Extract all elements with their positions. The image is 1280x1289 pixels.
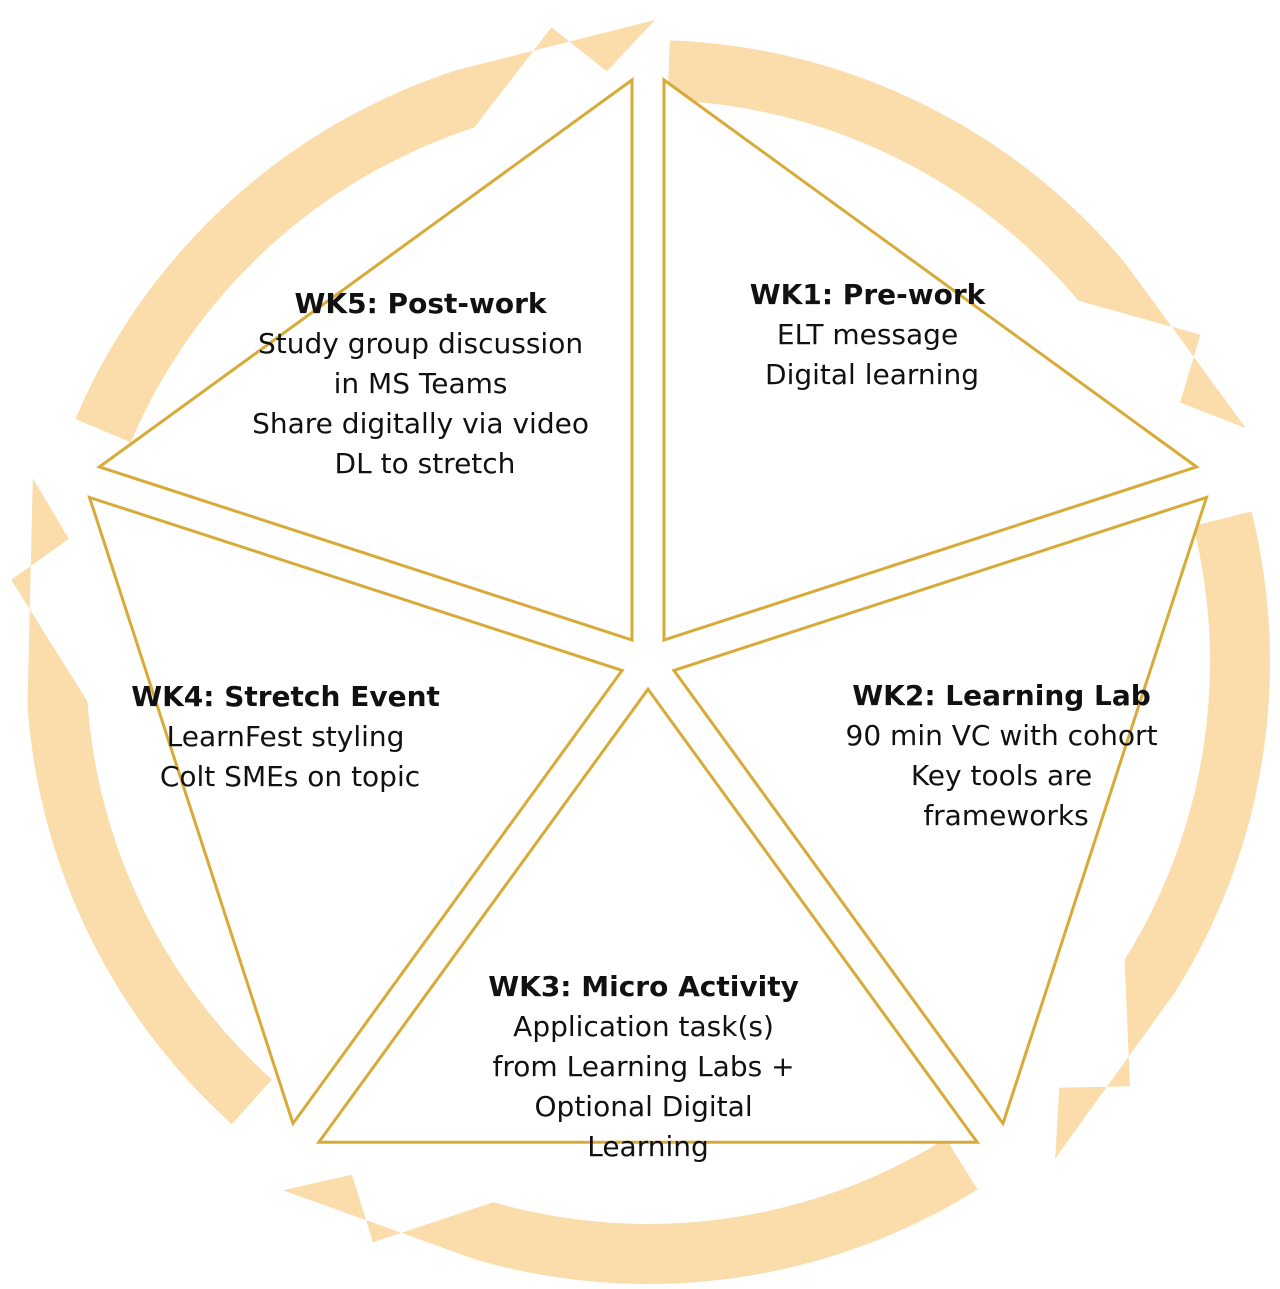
stage-wk5-title: WK5: Post-work	[295, 287, 548, 320]
stage-wk4-line: Colt SMEs on topic	[160, 760, 420, 793]
stage-sector-wk4	[87, 495, 625, 1127]
stage-wk3-text: WK3: Micro Activity Application task(s) …	[488, 970, 808, 1163]
stage-wk2-text: WK2: Learning Lab 90 min VC with cohort …	[846, 679, 1167, 832]
cycle-arrow-3	[283, 1138, 978, 1284]
stage-wk3-line: Learning	[587, 1130, 709, 1163]
stage-wk5-text: WK5: Post-work Study group discussion in…	[252, 287, 598, 480]
stage-wk5-line: Study group discussion	[258, 327, 583, 360]
cycle-arrow-4	[11, 478, 272, 1125]
stage-wk1-line: Digital learning	[765, 358, 979, 391]
stage-wk2-line: frameworks	[923, 799, 1088, 832]
stage-wk1-text: WK1: Pre-work ELT message Digital learni…	[750, 278, 994, 391]
stage-wk3-line: from Learning Labs +	[493, 1050, 795, 1083]
cycle-arrows	[11, 19, 1270, 1284]
stage-wk4-title: WK4: Stretch Event	[131, 680, 440, 713]
stage-wk2-line: Key tools are	[911, 759, 1092, 792]
stage-wk1-line: ELT message	[777, 318, 958, 351]
stage-wk3-line: Application task(s)	[513, 1010, 774, 1043]
cycle-sectors	[87, 77, 1209, 1144]
stage-wk2-line: 90 min VC with cohort	[846, 719, 1158, 752]
cycle-arrow-5	[75, 19, 656, 443]
stage-sector-wk5	[96, 77, 634, 643]
stage-wk2-title: WK2: Learning Lab	[852, 679, 1151, 712]
stage-wk3-title: WK3: Micro Activity	[488, 970, 799, 1003]
stage-wk5-line: Share digitally via video	[252, 407, 589, 440]
stage-wk5-line: DL to stretch	[335, 447, 516, 480]
cycle-arrow-2	[1055, 511, 1270, 1159]
stage-wk3-line: Optional Digital	[535, 1090, 753, 1123]
stage-wk4-line: LearnFest styling	[167, 720, 405, 753]
stage-sector-wk3	[315, 686, 981, 1144]
cycle-arrow-1	[667, 40, 1246, 429]
stage-sector-wk1	[662, 77, 1200, 643]
stage-wk1-title: WK1: Pre-work	[750, 278, 987, 311]
stage-wk4-text: WK4: Stretch Event LearnFest styling Col…	[131, 680, 449, 793]
stage-sector-wk2	[671, 495, 1209, 1127]
stage-wk5-line: in MS Teams	[334, 367, 508, 400]
